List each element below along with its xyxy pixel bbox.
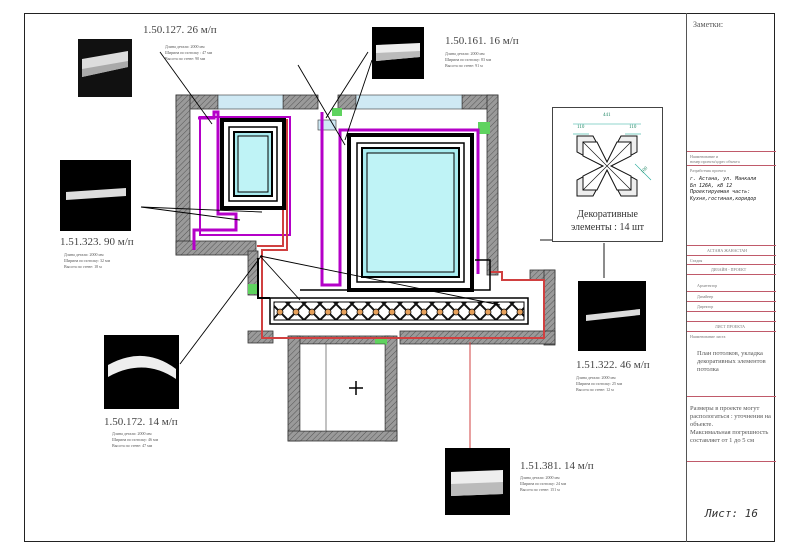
label-1-51-323: 1.51.323. 90 м/п Длина детали: 2000 мм Ш… <box>60 236 134 269</box>
photo-1-50-127 <box>78 39 132 97</box>
decor-element-box: 441 110 110 100 Декоративные элементы : … <box>552 107 663 242</box>
photo-1-51-322 <box>578 281 646 351</box>
title-block: Заметки: Наименование и номер проекта/ад… <box>686 13 776 542</box>
decor-title: Декоративные элементы : 14 шт <box>570 209 645 233</box>
label-1-50-161: 1.50.161. 16 м/п Длина детали: 2000 мм Ш… <box>445 35 519 68</box>
center-cross-icon <box>349 381 363 395</box>
product-code: 1.50.172. 14 м/п <box>104 416 178 428</box>
decor-element-drawing <box>573 123 652 197</box>
size-note: Размеры в проекте могут распологаться : … <box>690 405 771 444</box>
photo-1-50-161 <box>372 27 424 79</box>
project-address: г. Астана, ул. Манкали Бл 126А, кВ 12 Пр… <box>690 176 757 202</box>
windows <box>217 94 463 131</box>
dim-left: 110 <box>577 125 585 130</box>
sheet-number: Лист: 16 <box>705 507 758 520</box>
column-mark <box>478 122 490 134</box>
product-code: 1.50.127. 26 м/п <box>143 24 217 36</box>
ceiling-room-1 <box>220 118 286 210</box>
product-code: 1.51.322. 46 м/п <box>576 359 650 371</box>
label-1-50-172: 1.50.172. 14 м/п Длина детали: 2000 мм Ш… <box>104 416 178 448</box>
product-code: 1.51.323. 90 м/п <box>60 236 134 248</box>
sheet-title: План потолков, укладка декоративных элем… <box>697 350 766 373</box>
dim-top: 441 <box>603 113 611 118</box>
label-1-51-381: 1.51.381. 14 м/п Длина детали: 2000 мм Ш… <box>520 460 594 492</box>
product-code: 1.51.381. 14 м/п <box>520 460 594 472</box>
product-code: 1.50.161. 16 м/п <box>445 35 519 47</box>
dim-right: 110 <box>629 125 637 130</box>
photo-1-51-381 <box>445 448 510 515</box>
notes-title: Заметки: <box>693 20 724 29</box>
photo-1-51-323 <box>60 160 131 231</box>
drawing-frame <box>24 13 775 542</box>
ceiling-room-2 <box>347 133 474 292</box>
walls <box>175 94 556 442</box>
label-1-51-322: 1.51.322. 46 м/п Длина детали: 2000 мм Ш… <box>576 359 650 392</box>
label-1-50-127: 1.50.127. 26 м/п Длина детали: 2000 мм Ш… <box>143 24 217 61</box>
leader-lines <box>140 51 605 365</box>
photo-1-50-172 <box>104 335 179 409</box>
